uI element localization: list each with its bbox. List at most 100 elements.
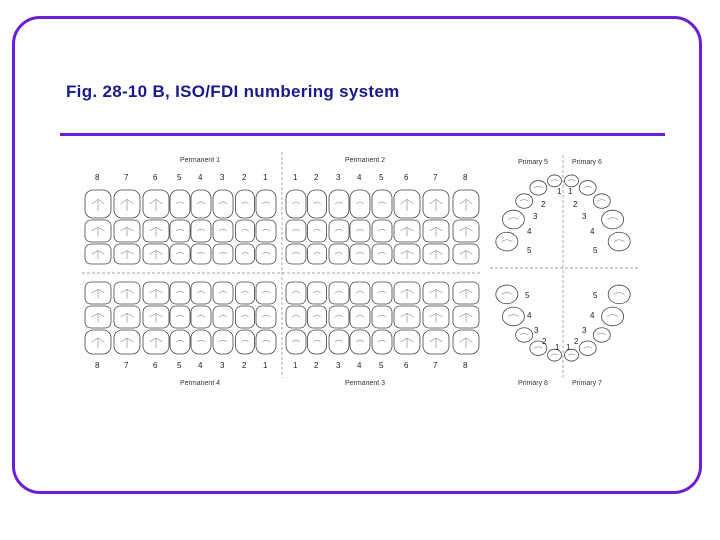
permanent-lower-tooth-lingual [452, 281, 480, 305]
title-underline [60, 133, 665, 136]
primary-upper-left-number: 4 [590, 227, 595, 236]
permanent-upper-tooth-occlusal [452, 219, 480, 243]
permanent-upper-tooth-crown [113, 189, 141, 219]
primary-lower-left-number: 1 [566, 343, 571, 352]
permanent-lower-tooth-number: 4 [198, 361, 203, 370]
permanent-upper-tooth-lingual [452, 243, 480, 265]
permanent-upper-tooth-crown [452, 189, 480, 219]
permanent-lower-tooth-lingual [349, 281, 371, 305]
permanent-lower-tooth-crown [190, 329, 212, 355]
permanent-lower-tooth-number: 1 [293, 361, 298, 370]
permanent-lower-tooth-lingual [255, 281, 277, 305]
permanent-upper-tooth-number: 8 [95, 173, 100, 182]
permanent-lower-tooth-crown [113, 329, 141, 355]
primary-upper-arch [495, 174, 631, 252]
permanent-lower-tooth-crown [285, 329, 307, 355]
permanent-upper-tooth-lingual [328, 243, 350, 265]
permanent-upper-tooth-number: 4 [357, 173, 362, 182]
permanent-lower-tooth-occlusal [349, 305, 371, 329]
permanent-lower-tooth-occlusal [169, 305, 191, 329]
permanent-upper-tooth-occlusal [285, 219, 307, 243]
permanent-upper-tooth-lingual [349, 243, 371, 265]
permanent-lower-tooth-crown [328, 329, 350, 355]
primary-upper-left-number: 2 [573, 200, 578, 209]
permanent-lower-tooth-number: 7 [124, 361, 129, 370]
permanent-lower-tooth-occlusal [371, 305, 393, 329]
permanent-upper-tooth-lingual [255, 243, 277, 265]
permanent-upper-tooth-crown [422, 189, 450, 219]
permanent-upper-tooth-number: 7 [124, 173, 129, 182]
permanent-lower-tooth-crown [452, 329, 480, 355]
primary-lower-left-number: 4 [590, 311, 595, 320]
tooth-numbering-diagram: Permanent 1 Permanent 2 Permanent 4 Perm… [60, 150, 660, 395]
permanent-lower-tooth-crown [142, 329, 170, 355]
permanent-upper-tooth-crown [307, 189, 327, 219]
permanent-lower-tooth-occlusal [328, 305, 350, 329]
primary-upper-right-number: 4 [527, 227, 532, 236]
permanent-lower-tooth-lingual [113, 281, 141, 305]
primary-lower-right-number: 4 [527, 311, 532, 320]
permanent-upper-tooth-crown [190, 189, 212, 219]
permanent-upper-tooth-lingual [371, 243, 393, 265]
permanent-upper-tooth-crown [349, 189, 371, 219]
permanent-upper-tooth-occlusal [113, 219, 141, 243]
permanent-upper-tooth-number: 4 [198, 173, 203, 182]
primary-upper-tooth [578, 180, 597, 196]
permanent-lower-tooth-lingual [328, 281, 350, 305]
primary-lower-tooth [495, 284, 519, 305]
primary-upper-left-number: 3 [582, 212, 587, 221]
permanent-upper-tooth-number: 3 [220, 173, 225, 182]
permanent-lower-tooth-number: 8 [95, 361, 100, 370]
permanent-upper-tooth-lingual [235, 243, 255, 265]
permanent-upper-tooth-crown [328, 189, 350, 219]
permanent-lower-tooth-number: 3 [336, 361, 341, 370]
permanent-upper-tooth-lingual [142, 243, 170, 265]
primary-lower-left-number: 3 [582, 326, 587, 335]
primary-lower-tooth [592, 327, 611, 343]
primary-lower-left-number: 2 [574, 337, 579, 346]
permanent-lower-tooth-number: 8 [463, 361, 468, 370]
permanent-upper-tooth-crown [169, 189, 191, 219]
primary-lower-right-number: 5 [525, 291, 530, 300]
permanent-upper-tooth-occlusal [393, 219, 421, 243]
permanent-lower-tooth-occlusal [285, 305, 307, 329]
slide-frame [12, 16, 702, 494]
primary-lower-right-number: 3 [534, 326, 539, 335]
primary-upper-tooth [564, 174, 579, 188]
primary-lower-tooth [529, 340, 548, 356]
permanent-lower-tooth-crown [212, 329, 234, 355]
permanent-lower-tooth-crown [235, 329, 255, 355]
primary-lower-right-number: 2 [542, 337, 547, 346]
permanent-upper-tooth-lingual [422, 243, 450, 265]
primary-upper-left-number: 5 [593, 246, 598, 255]
permanent-lower-tooth-crown [393, 329, 421, 355]
permanent-upper-tooth-lingual [84, 243, 112, 265]
permanent-upper-tooth-occlusal [84, 219, 112, 243]
permanent-upper-tooth-lingual [393, 243, 421, 265]
permanent-lower-tooth-lingual [235, 281, 255, 305]
permanent-upper-tooth-number: 2 [314, 173, 319, 182]
permanent-upper-tooth-crown [255, 189, 277, 219]
permanent-lower-tooth-lingual [307, 281, 327, 305]
label-primary-7: Primary 7 [572, 380, 602, 387]
permanent-lower-tooth-occlusal [235, 305, 255, 329]
permanent-lower-tooth-occlusal [422, 305, 450, 329]
permanent-upper-tooth-lingual [169, 243, 191, 265]
label-permanent-2: Permanent 2 [345, 157, 385, 164]
permanent-upper-tooth-number: 1 [263, 173, 268, 182]
permanent-upper-tooth-occlusal [169, 219, 191, 243]
primary-upper-tooth [529, 180, 548, 196]
permanent-upper-tooth-crown [142, 189, 170, 219]
permanent-upper-tooth-occlusal [235, 219, 255, 243]
primary-upper-tooth [601, 209, 625, 230]
permanent-lower-tooth-lingual [371, 281, 393, 305]
permanent-lower-tooth-number: 2 [242, 361, 247, 370]
permanent-lower-tooth-number: 5 [379, 361, 384, 370]
permanent-lower-tooth-crown [349, 329, 371, 355]
permanent-upper-tooth-lingual [190, 243, 212, 265]
permanent-lower-tooth-number: 3 [220, 361, 225, 370]
permanent-lower-tooth-number: 5 [177, 361, 182, 370]
